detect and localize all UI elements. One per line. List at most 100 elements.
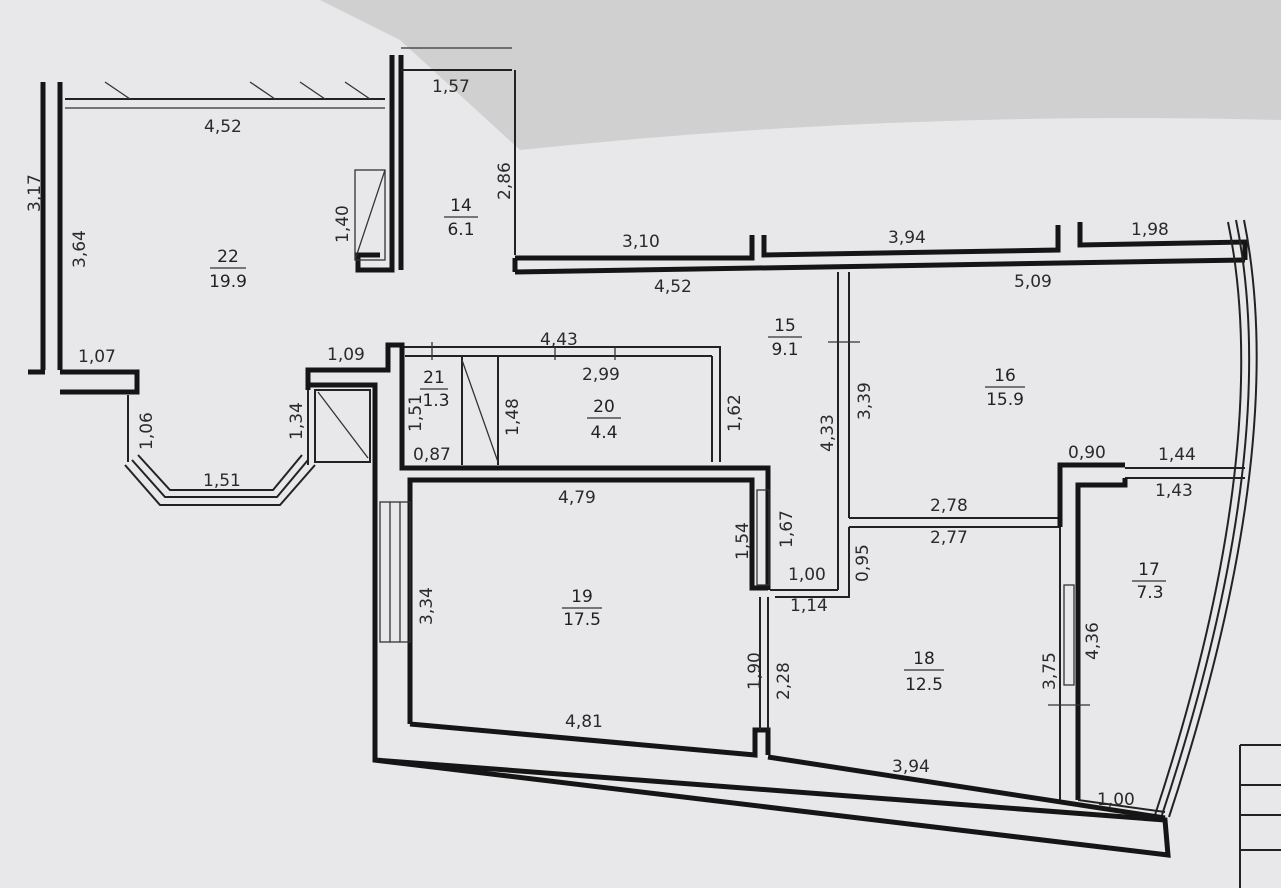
- room-22-area: 19.9: [209, 272, 247, 292]
- wall-main-top: [515, 235, 755, 261]
- closet-14: [354, 169, 386, 261]
- curved-wall-1: [1154, 221, 1243, 816]
- wall-entrance: [305, 342, 771, 590]
- dim-21-bottom: 0,87: [413, 445, 451, 465]
- room-18-number: 18: [913, 649, 935, 669]
- dim-14-right: 2,86: [495, 162, 515, 200]
- dim-17-bottom: 1,00: [1097, 790, 1135, 810]
- room-17-area: 7.3: [1136, 583, 1163, 603]
- dim-outer-left: 3,17: [25, 174, 45, 212]
- bay-window-inner: [137, 454, 303, 491]
- room-17-number: 17: [1138, 560, 1160, 580]
- wall-17-left-top: [1057, 462, 1125, 527]
- room-19-number: 19: [571, 587, 593, 607]
- dim-17-left: 4,36: [1083, 622, 1103, 660]
- dim-20-top: 2,99: [582, 365, 620, 385]
- dim-21-right: 1,48: [503, 398, 523, 436]
- dim-18-top: 2,77: [930, 528, 968, 548]
- closet-entrance: [314, 389, 371, 463]
- entrance-door: [379, 501, 411, 643]
- room-19-area: 17.5: [563, 610, 601, 630]
- dim-17-top: 1,44: [1158, 445, 1196, 465]
- room-22-number: 22: [217, 247, 239, 267]
- wall-entrance-b: [308, 382, 1171, 858]
- hatch-3: [299, 81, 326, 100]
- dimension-labels: 4,52 1,57 2,86 3,10 3,94 1,98 4,52 5,09 …: [25, 77, 1196, 810]
- dim-15-top: 4,52: [654, 277, 692, 297]
- wall-15-bottom-b: [775, 527, 850, 598]
- room-15-number: 15: [774, 316, 796, 336]
- dim-18-right: 3,75: [1040, 652, 1060, 690]
- dim-18-left: 2,28: [774, 662, 794, 700]
- dim-16-bottom: 2,78: [930, 496, 968, 516]
- dim-22-left: 3,64: [70, 230, 90, 268]
- room-21-area: 1.3: [422, 391, 449, 411]
- dim-19-bottom: 4,81: [565, 712, 603, 732]
- room-16-area: 15.9: [986, 390, 1024, 410]
- dim-wall-c: 1,98: [1131, 220, 1169, 240]
- dim-16-notch: 0,90: [1068, 443, 1106, 463]
- dim-wall-a: 3,10: [622, 232, 660, 252]
- walls: [28, 47, 1281, 888]
- dim-19-door-left: 1,54: [733, 522, 753, 560]
- wall-17-inner: [1075, 478, 1128, 800]
- dim-wall-b: 3,94: [888, 228, 926, 248]
- wall-22-14: [355, 55, 395, 273]
- closet-14-diag: [354, 169, 386, 261]
- closet-entrance-diag: [317, 391, 369, 459]
- dim-22-top: 4,52: [204, 117, 242, 137]
- hatch-4: [344, 81, 371, 100]
- door-19: [756, 489, 770, 586]
- wall-20-top: [400, 346, 721, 462]
- dim-19-left: 3,34: [417, 587, 437, 625]
- room-16-number: 16: [994, 366, 1016, 386]
- dim-20-outer: 4,43: [540, 330, 578, 350]
- dim-21-left: 1,51: [406, 394, 426, 432]
- dim-16-left: 3,39: [855, 382, 875, 420]
- dim-bay-bottom: 1,51: [203, 471, 241, 491]
- wall-main-top-mid: [761, 225, 1061, 258]
- dim-16-top: 5,09: [1014, 272, 1052, 292]
- dim-bay-right: 1,34: [287, 402, 307, 440]
- wall-main-top-b: [514, 257, 1246, 275]
- room-21-number: 21: [423, 368, 445, 388]
- photo-shadow-area: [320, 0, 1281, 150]
- room-18-area: 12.5: [905, 675, 943, 695]
- dim-18-notch: 0,95: [853, 544, 873, 582]
- dim-closet-22: 1,40: [333, 205, 353, 243]
- dim-entrance-top: 1,09: [327, 345, 365, 365]
- room-20-area: 4.4: [590, 423, 617, 443]
- dim-15-left: 4,33: [818, 414, 838, 452]
- bay-window-outer: [124, 464, 316, 506]
- hatch-2: [249, 81, 276, 100]
- curved-wall-2: [1161, 219, 1251, 816]
- room-15-area: 9.1: [771, 340, 798, 360]
- dim-18-bottom: 3,94: [892, 757, 930, 777]
- wall-17-bottom: [1077, 799, 1166, 813]
- hatch-1: [104, 81, 131, 100]
- wall-19-bottom: [409, 721, 771, 758]
- wall-main-top-right: [1077, 222, 1248, 260]
- room-20-number: 20: [593, 397, 615, 417]
- wall-18-bottom: [767, 754, 1166, 821]
- dim-19-top: 4,79: [558, 488, 596, 508]
- dim-19-door-right: 1,67: [777, 510, 797, 548]
- door-17: [1063, 584, 1075, 686]
- dim-19-right: 1,90: [745, 652, 765, 690]
- door-21-diag: [461, 359, 499, 463]
- dim-22-bottom: 1,07: [78, 347, 116, 367]
- dim-bay-left: 1,06: [137, 412, 157, 450]
- dim-17-top-inner: 1,43: [1155, 481, 1193, 501]
- wall-22-bottom-left: [60, 369, 140, 395]
- dim-15-bottom-b: 1,14: [790, 596, 828, 616]
- room-14-number: 14: [450, 196, 472, 216]
- dim-14-top: 1,57: [432, 77, 470, 97]
- dim-20-right: 1,62: [725, 394, 745, 432]
- room-labels: 22 19.9 14 6.1 15 9.1 16 15.9 21 1.3 20 …: [209, 196, 1166, 695]
- curved-wall-3: [1168, 219, 1258, 818]
- room-14-area: 6.1: [447, 220, 474, 240]
- dim-15-bottom: 1,00: [788, 565, 826, 585]
- bay-window-mid: [131, 459, 309, 498]
